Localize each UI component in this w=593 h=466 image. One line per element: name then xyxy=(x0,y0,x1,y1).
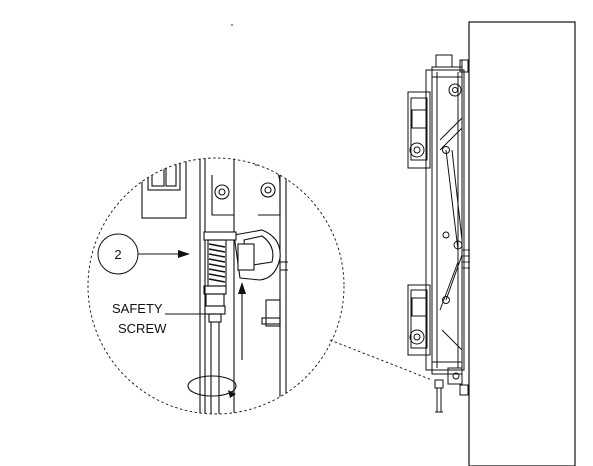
speck xyxy=(231,24,233,26)
callout-2: 2 xyxy=(97,233,190,275)
up-arrow-icon xyxy=(238,282,246,294)
safety-screw-label-line1: SAFETY xyxy=(112,301,163,316)
safety-screw-label-line2: SCREW xyxy=(118,321,167,336)
mounting-bracket xyxy=(407,54,470,413)
callout-number: 2 xyxy=(114,247,121,262)
rotate-arrow-icon xyxy=(228,390,236,398)
detail-contents xyxy=(141,158,288,414)
detail-magnifier xyxy=(87,157,433,415)
wall-panel xyxy=(468,21,576,466)
safety-screw-label: SAFETY SCREW xyxy=(112,301,205,336)
